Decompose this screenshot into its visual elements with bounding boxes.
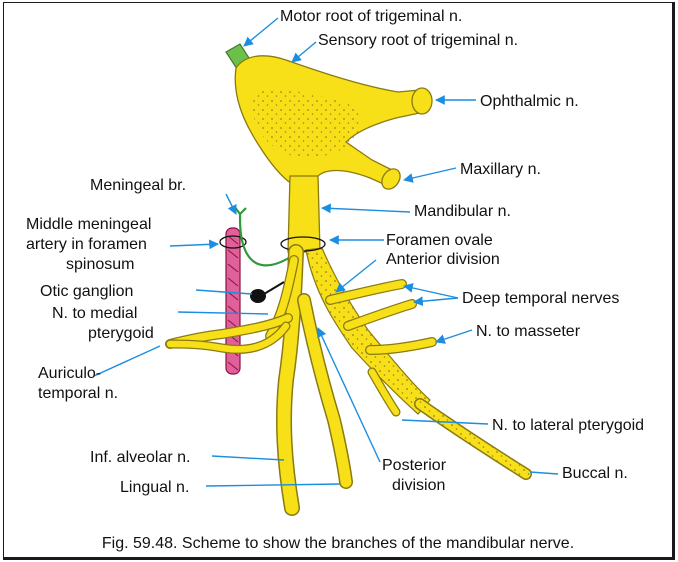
label-mandibular: Mandibular n. bbox=[414, 203, 511, 220]
label-foramen-ovale: Foramen ovale bbox=[386, 232, 493, 249]
label-n-medial-pterygoid-2: pterygoid bbox=[88, 325, 154, 342]
label-n-masseter: N. to masseter bbox=[476, 323, 581, 340]
label-deep-temporal: Deep temporal nerves bbox=[462, 290, 619, 307]
label-posterior-division-2: division bbox=[392, 477, 445, 494]
trigeminal-ganglion bbox=[235, 56, 432, 193]
label-n-medial-pterygoid-1: N. to medial bbox=[52, 305, 137, 322]
label-middle-meningeal-1: Middle meningeal bbox=[26, 216, 151, 233]
label-buccal: Buccal n. bbox=[562, 465, 628, 482]
label-sensory-root: Sensory root of trigeminal n. bbox=[318, 32, 518, 49]
label-anterior-division: Anterior division bbox=[386, 251, 500, 268]
label-n-lateral-pterygoid: N. to lateral pterygoid bbox=[492, 417, 644, 434]
label-ophthalmic: Ophthalmic n. bbox=[480, 93, 579, 110]
label-otic-ganglion: Otic ganglion bbox=[40, 283, 133, 300]
mandibular-trunk bbox=[288, 176, 320, 252]
label-lingual: Lingual n. bbox=[120, 479, 189, 496]
label-inf-alveolar: Inf. alveolar n. bbox=[90, 449, 191, 466]
label-posterior-division-1: Posterior bbox=[382, 457, 447, 474]
meningeal-branch bbox=[234, 206, 292, 265]
label-maxillary: Maxillary n. bbox=[460, 161, 541, 178]
label-motor-root: Motor root of trigeminal n. bbox=[280, 8, 462, 25]
label-auriculotemporal-1: Auriculo- bbox=[38, 365, 101, 382]
otic-ganglion bbox=[250, 282, 284, 303]
label-auriculotemporal-2: temporal n. bbox=[38, 385, 118, 402]
figure-caption: Fig. 59.48. Scheme to show the branches … bbox=[102, 535, 574, 552]
label-meningeal-branch: Meningeal br. bbox=[90, 177, 186, 194]
label-middle-meningeal-3: spinosum bbox=[66, 256, 134, 273]
label-middle-meningeal-2: artery in foramen bbox=[26, 236, 147, 253]
